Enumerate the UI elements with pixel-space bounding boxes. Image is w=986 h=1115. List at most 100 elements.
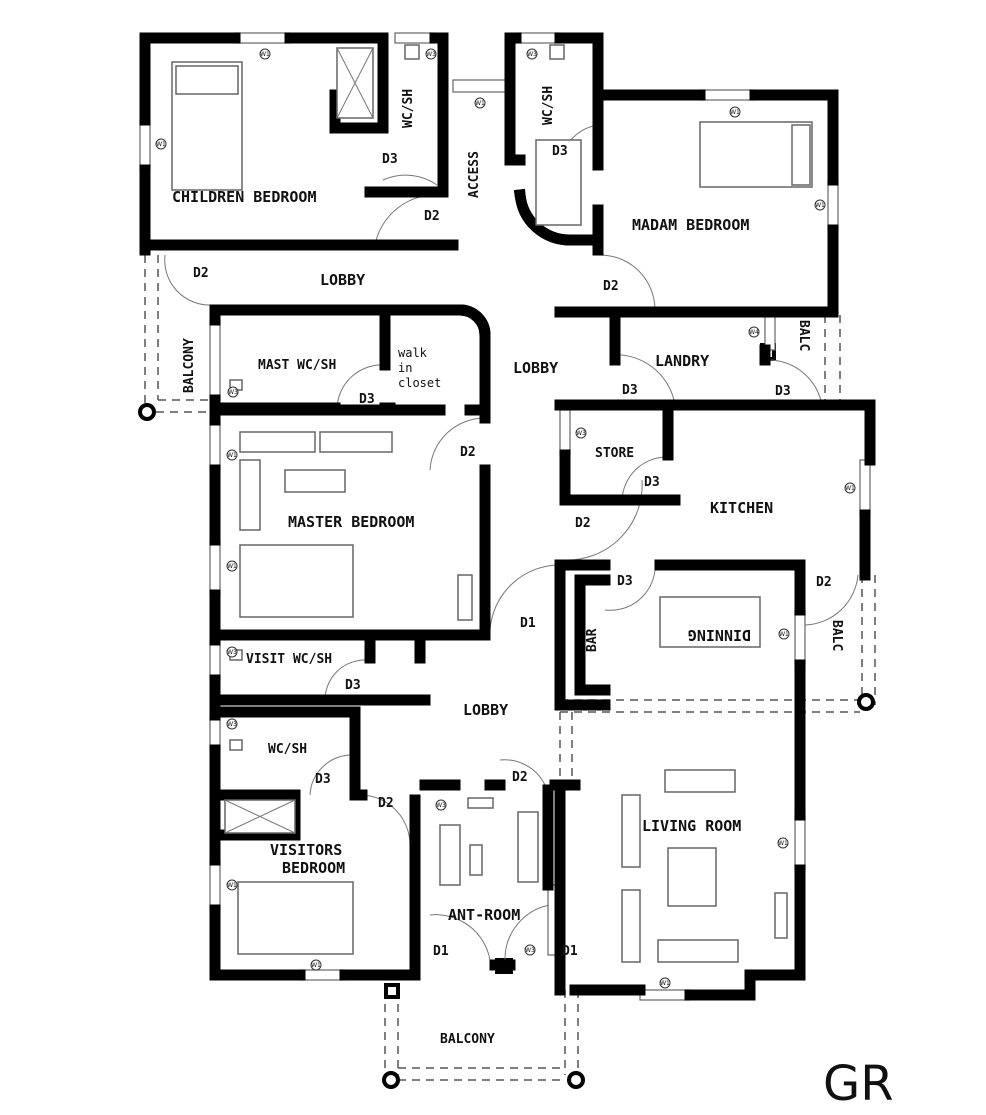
label-walk-in-closet-3: closet	[398, 376, 441, 390]
window-tag: W1	[777, 837, 789, 849]
svg-text:W1: W1	[156, 141, 166, 148]
window-tag: W1	[259, 48, 271, 60]
svg-text:W1: W1	[227, 882, 237, 889]
label-lobby-bottom: LOBBY	[463, 701, 508, 719]
label-balcony-left: BALCONY	[182, 338, 197, 393]
floor-label: GR	[823, 1056, 894, 1112]
svg-text:W3: W3	[228, 389, 238, 396]
label-dinning: DINNING	[688, 626, 751, 644]
window-tag: W1	[155, 138, 167, 150]
label-lobby-mid: LOBBY	[513, 359, 558, 377]
door-tag: D2	[816, 575, 832, 590]
window-tag: W1	[844, 482, 856, 494]
svg-text:W3: W3	[525, 947, 535, 954]
window-tag: W1	[814, 199, 826, 211]
door-tag: D3	[622, 383, 638, 398]
balcony-outlines	[144, 255, 876, 1081]
label-store: STORE	[595, 446, 634, 461]
door-tag: D3	[359, 392, 375, 407]
window-tag: W1	[659, 977, 671, 989]
svg-text:W1: W1	[311, 962, 321, 969]
svg-text:W4: W4	[749, 329, 759, 336]
window-tags: W1 W3 W1 W3 W1 W1 W1 W4 W3 W1 W1 W3 W1 W…	[155, 48, 856, 989]
window-tag: W3	[227, 386, 239, 398]
window-tag: W3	[226, 718, 238, 730]
window-tag: W1	[474, 97, 486, 109]
door-tag: D2	[424, 209, 440, 224]
svg-text:W3: W3	[576, 430, 586, 437]
window-tag: W1	[778, 628, 790, 640]
label-master-bedroom: MASTER BEDROOM	[288, 513, 414, 531]
svg-text:W3: W3	[426, 51, 436, 58]
svg-text:W3: W3	[227, 649, 237, 656]
svg-text:W3: W3	[227, 721, 237, 728]
door-tag: D2	[193, 266, 209, 281]
door-tag: D2	[378, 796, 394, 811]
label-kitchen: KITCHEN	[710, 499, 773, 517]
door-tag: D1	[520, 616, 536, 631]
door-tag: D3	[382, 152, 398, 167]
svg-text:W1: W1	[815, 202, 825, 209]
window-tag: W1	[226, 879, 238, 891]
svg-text:W1: W1	[227, 563, 237, 570]
label-visit-wc: VISIT WC/SH	[246, 652, 332, 667]
walls	[139, 32, 876, 1001]
label-bar: BAR	[585, 628, 600, 652]
label-ant-room: ANT-ROOM	[448, 906, 520, 924]
svg-text:W1: W1	[660, 980, 670, 987]
label-walk-in-closet-1: walk	[398, 346, 428, 360]
window-tag: W3	[226, 646, 238, 658]
door-tags: D3 D2 D3 D2 D2 D3 D3 D3 D2 D3 D2 D3 D2 D…	[193, 144, 832, 959]
door-tag: D2	[603, 279, 619, 294]
door-tag: D3	[552, 144, 568, 159]
label-access: ACCESS	[467, 151, 482, 198]
label-visitors-2: BEDROOM	[282, 859, 345, 877]
window-tag: W1	[226, 560, 238, 572]
svg-text:W1: W1	[778, 840, 788, 847]
svg-text:W3: W3	[527, 51, 537, 58]
label-walk-in-closet-2: in	[398, 361, 412, 375]
window-tag: W1	[226, 449, 238, 461]
label-madam-bedroom: MADAM BEDROOM	[632, 216, 749, 234]
door-tag: D3	[775, 384, 791, 399]
window-tag: W3	[435, 799, 447, 811]
door-tag: D1	[562, 944, 578, 959]
window-tag: W1	[310, 959, 322, 971]
label-madam-wc: WC/SH	[541, 86, 556, 125]
door-tag: D3	[315, 772, 331, 787]
window-tag: W3	[524, 944, 536, 956]
label-living-room: LIVING ROOM	[642, 817, 741, 835]
svg-text:W1: W1	[227, 452, 237, 459]
svg-text:W1: W1	[730, 109, 740, 116]
label-children-bedroom: CHILDREN BEDROOM	[172, 188, 317, 206]
label-wc: WC/SH	[268, 742, 307, 757]
svg-text:W1: W1	[779, 631, 789, 638]
window-tag: W3	[575, 427, 587, 439]
window-tag: W3	[526, 48, 538, 60]
door-tag: D2	[512, 770, 528, 785]
door-tag: D2	[575, 516, 591, 531]
door-tag: D3	[617, 574, 633, 589]
door-tag: D3	[644, 475, 660, 490]
window-tag: W4	[748, 326, 760, 338]
door-tag: D1	[433, 944, 449, 959]
label-balc-right: BALC	[829, 620, 844, 651]
door-swings	[164, 124, 859, 961]
svg-text:W1: W1	[475, 100, 485, 107]
door-tag: D3	[345, 678, 361, 693]
furniture	[171, 44, 813, 963]
label-lobby-top: LOBBY	[320, 271, 365, 289]
label-children-wc: WC/SH	[401, 89, 416, 128]
svg-text:W1: W1	[845, 485, 855, 492]
svg-text:W3: W3	[436, 802, 446, 809]
window-tag: W3	[425, 48, 437, 60]
room-labels: CHILDREN BEDROOM MADAM BEDROOM WC/SH WC/…	[172, 86, 844, 1047]
label-visitors-1: VISITORS	[270, 841, 342, 859]
svg-text:W1: W1	[260, 51, 270, 58]
label-balc-top: BALC	[796, 320, 811, 351]
label-landry: LANDRY	[655, 352, 709, 370]
label-mast-wc: MAST WC/SH	[258, 358, 336, 373]
window-tag: W1	[729, 106, 741, 118]
label-balcony-bottom: BALCONY	[440, 1032, 495, 1047]
